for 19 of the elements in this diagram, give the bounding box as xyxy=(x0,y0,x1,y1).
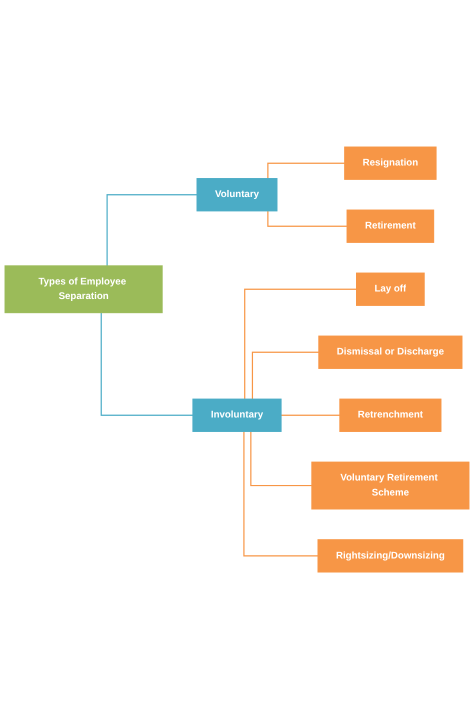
node-box: Resignation xyxy=(344,146,437,180)
node-box: Retirement xyxy=(346,210,434,243)
node-box: Involuntary xyxy=(192,398,282,432)
connector xyxy=(243,432,318,556)
connector xyxy=(267,162,344,178)
connector xyxy=(106,194,197,266)
node-box: Dismissal or Discharge xyxy=(318,336,462,369)
connector xyxy=(100,312,193,416)
node-box: Rightsizing/Downsizing xyxy=(318,539,464,572)
connector xyxy=(280,414,340,416)
node-box: Voluntary Retirement Scheme xyxy=(311,462,470,510)
node-box: Voluntary xyxy=(196,178,278,212)
node-box: Types of Employee Separation xyxy=(4,265,163,314)
connector xyxy=(267,211,347,227)
connector xyxy=(252,352,319,399)
node-box: Lay off xyxy=(356,272,425,306)
node-box: Retrenchment xyxy=(339,398,442,432)
connector xyxy=(250,432,312,486)
connector xyxy=(244,288,356,399)
